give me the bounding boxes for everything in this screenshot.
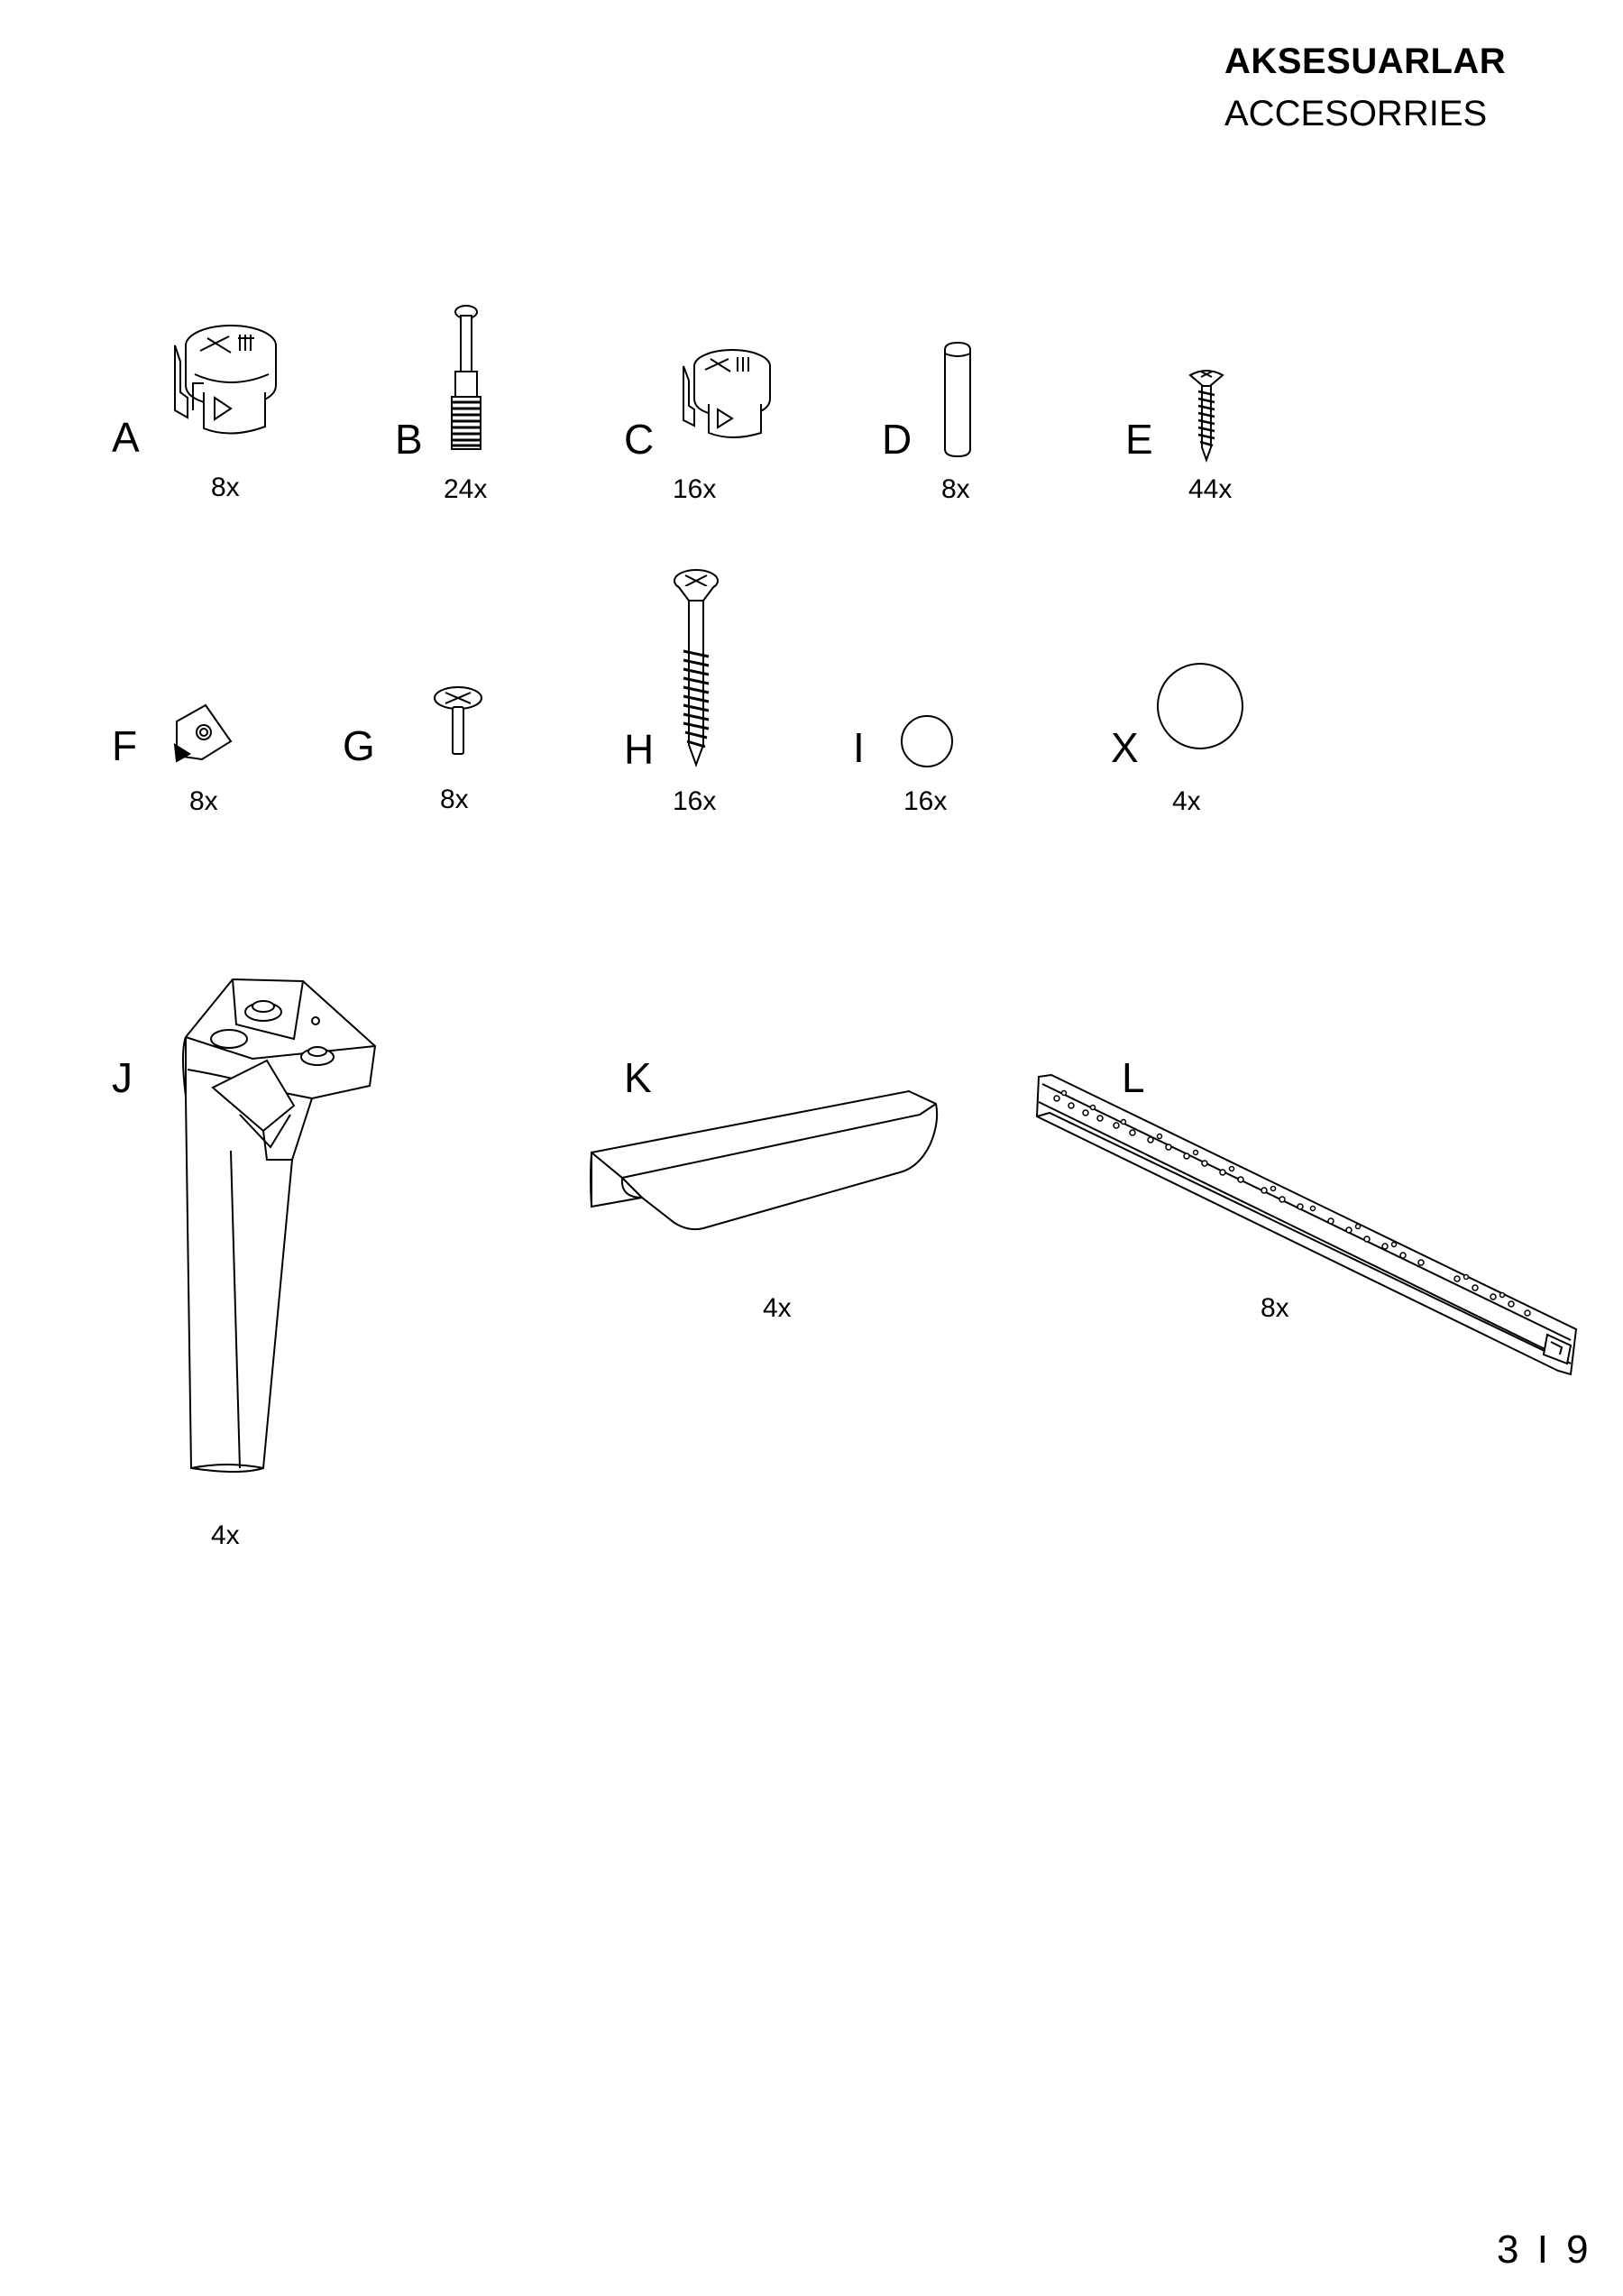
corner-bracket-icon	[171, 700, 236, 767]
cam-bolt-icon	[445, 303, 487, 456]
short-screw-icon	[1187, 366, 1226, 462]
part-qty-f: 8x	[189, 786, 218, 816]
part-qty-g: 8x	[440, 785, 469, 814]
part-letter-h: H	[624, 726, 655, 773]
cam-lock-icon	[168, 320, 285, 446]
part-qty-b: 24x	[444, 474, 488, 504]
part-letter-c: C	[624, 416, 655, 463]
part-qty-h: 16x	[673, 786, 717, 816]
wooden-dowel-icon	[940, 339, 976, 460]
part-letter-l: L	[1122, 1054, 1145, 1101]
part-qty-a: 8x	[211, 473, 240, 502]
furniture-leg-icon	[177, 970, 381, 1481]
round-pad-icon	[1154, 660, 1246, 752]
part-qty-x: 4x	[1172, 786, 1201, 816]
small-cap-icon	[898, 712, 956, 770]
handle-icon	[584, 1088, 943, 1235]
part-qty-c: 16x	[673, 474, 717, 504]
page-subtitle: ACCESORRIES	[1224, 94, 1488, 133]
part-letter-j: J	[112, 1054, 133, 1101]
part-qty-i: 16x	[903, 786, 948, 816]
page-title: AKSESUARLAR	[1224, 41, 1507, 81]
part-letter-g: G	[343, 722, 375, 769]
part-letter-i: I	[853, 724, 865, 771]
long-screw-icon	[671, 568, 721, 768]
part-qty-e: 44x	[1188, 474, 1233, 504]
part-letter-a: A	[112, 414, 140, 461]
part-qty-d: 8x	[941, 474, 970, 504]
part-letter-x: X	[1111, 724, 1139, 771]
drawer-slide-rail-icon	[1033, 1073, 1580, 1376]
part-letter-d: D	[882, 416, 912, 463]
part-letter-k: K	[624, 1054, 652, 1101]
part-qty-j: 4x	[211, 1520, 240, 1550]
cam-lock-icon	[678, 346, 777, 449]
connector-bolt-icon	[431, 685, 485, 759]
part-letter-f: F	[112, 722, 138, 769]
part-letter-b: B	[395, 416, 423, 463]
page-number: 3 I 9	[1497, 2227, 1592, 2272]
part-letter-e: E	[1125, 416, 1153, 463]
part-qty-k: 4x	[763, 1293, 792, 1323]
part-qty-l: 8x	[1261, 1293, 1289, 1323]
